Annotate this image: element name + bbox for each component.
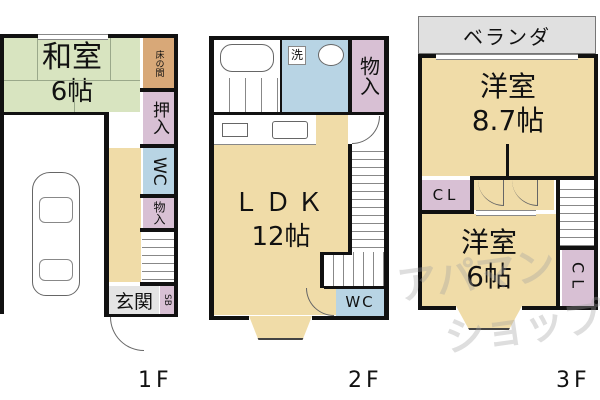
- kitchen-sink-icon: [272, 121, 308, 139]
- room-name: 押入: [149, 101, 169, 135]
- room-name: 玄関: [114, 290, 153, 313]
- room-western-6: 洋室 6帖: [422, 214, 556, 306]
- room-laundry: 洗: [282, 40, 348, 112]
- room-name: 洋室: [460, 226, 517, 259]
- hallway-1f: [109, 148, 141, 282]
- room-name: 物入: [152, 201, 166, 225]
- stairs-2f: [352, 144, 384, 252]
- room-entrance: 玄関: [109, 286, 159, 314]
- room-name: 物入: [356, 56, 381, 96]
- room-size: 12帖: [251, 222, 311, 252]
- room-size: 6帖: [50, 77, 94, 107]
- room-name: CL: [568, 261, 588, 295]
- room-name: WC: [149, 156, 169, 186]
- room-name: ベランダ: [463, 24, 551, 49]
- bay-window-2f: [249, 316, 312, 340]
- room-name: 洋室: [479, 70, 536, 103]
- kitchen-counter: [214, 115, 316, 145]
- bay-window-3f: [456, 306, 522, 330]
- room-size: 6帖: [466, 260, 512, 293]
- room-wc-2f: WC: [336, 288, 384, 316]
- floor-label-1f: 1F: [138, 368, 173, 393]
- room-closet-2: CL: [562, 250, 594, 306]
- entrance-door[interactable]: [110, 317, 144, 351]
- room-storage-2f: 物入: [352, 40, 384, 112]
- room-washitsu: 和室 6帖: [4, 38, 140, 112]
- floor-label-3f: 3F: [556, 368, 591, 393]
- room-name: 洗: [288, 46, 307, 65]
- room-size: 8.7帖: [471, 104, 545, 137]
- room-name: ＬＤＫ: [232, 188, 329, 218]
- floor-label-2f: 2F: [348, 368, 383, 393]
- room-oshiire: 押入: [143, 92, 174, 144]
- room-ldk: ＬＤＫ 12帖: [214, 115, 348, 315]
- room-name: 床の間: [153, 49, 164, 77]
- room-name: SB: [162, 294, 172, 306]
- room-shoebox: SB: [160, 286, 174, 314]
- car-icon: [32, 172, 80, 296]
- room-name: WC: [345, 293, 375, 311]
- door-2f-storage[interactable]: [352, 116, 380, 144]
- room-name: CL: [432, 186, 460, 204]
- sink-icon: [318, 44, 344, 66]
- stairs-3f: [560, 182, 594, 246]
- bathtub-icon: [220, 44, 274, 72]
- bathroom: [214, 40, 280, 112]
- room-storage-1f: 物入: [143, 198, 174, 228]
- room-wc-1f: WC: [143, 148, 174, 194]
- room-veranda: ベランダ: [418, 16, 596, 54]
- room-name: 和室: [42, 40, 102, 75]
- stairs-2f-landing: [324, 252, 384, 286]
- room-tokonoma: 床の間: [143, 38, 174, 88]
- room-closet-1: CL: [422, 180, 470, 210]
- stove-icon: [222, 123, 248, 137]
- stairs-1f: [142, 232, 174, 282]
